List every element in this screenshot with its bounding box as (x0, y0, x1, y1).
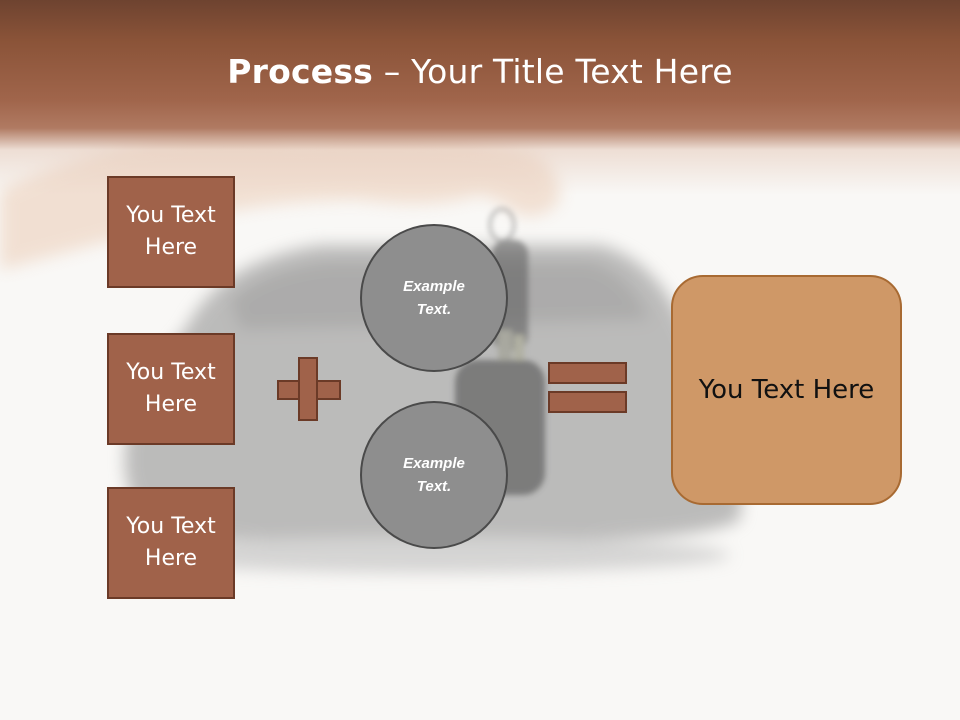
text-box-2[interactable]: You Text Here (107, 333, 235, 445)
slide-title: Process – Your Title Text Here (0, 52, 960, 91)
example-circle-2[interactable]: Example Text. (360, 401, 508, 549)
text-box-1[interactable]: You Text Here (107, 176, 235, 288)
example-circle-1[interactable]: Example Text. (360, 224, 508, 372)
result-box[interactable]: You Text Here (671, 275, 902, 505)
text-box-2-label: You Text Here (126, 360, 216, 417)
title-rest: – Your Title Text Here (373, 52, 733, 91)
title-bar (0, 0, 960, 195)
result-box-label: You Text Here (698, 375, 875, 405)
equals-bar-bottom (548, 391, 627, 413)
example-circle-2-label: Example Text. (403, 455, 465, 495)
text-box-1-label: You Text Here (126, 203, 216, 260)
plus-icon (277, 357, 341, 421)
equals-bar-top (548, 362, 627, 384)
text-box-3[interactable]: You Text Here (107, 487, 235, 599)
title-bold: Process (227, 52, 374, 91)
text-box-3-label: You Text Here (126, 514, 216, 571)
example-circle-1-label: Example Text. (403, 278, 465, 318)
